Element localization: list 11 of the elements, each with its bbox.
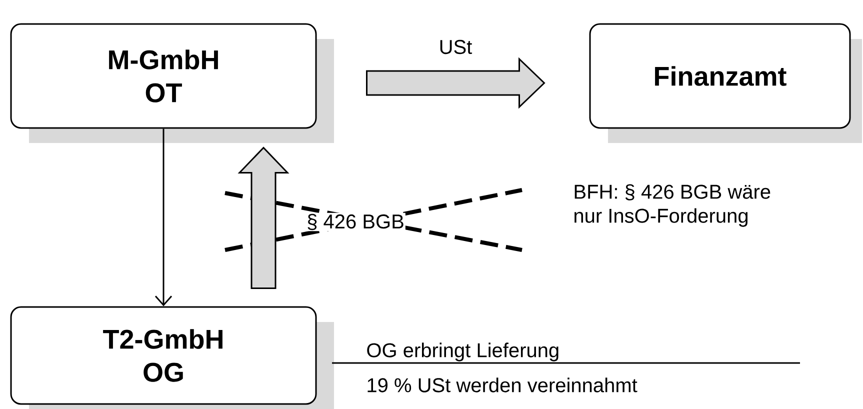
entity-box: T2-GmbH OG bbox=[10, 306, 334, 409]
entity-box: M-GmbH OT bbox=[10, 23, 334, 143]
edge-label: § 426 BGB bbox=[308, 214, 404, 230]
entity-box: Finanzamt bbox=[589, 23, 862, 143]
edge-label: USt bbox=[440, 40, 472, 54]
note-text: BFH: § 426 BGB wäre nur InsO-Forderung bbox=[574, 184, 770, 227]
arrow bbox=[154, 128, 172, 306]
note-text: OG erbringt Lieferung bbox=[367, 342, 558, 362]
block-arrow bbox=[238, 146, 290, 289]
block-arrow bbox=[366, 57, 546, 109]
note-text: 19 % USt werden vereinnahmt bbox=[368, 378, 638, 392]
